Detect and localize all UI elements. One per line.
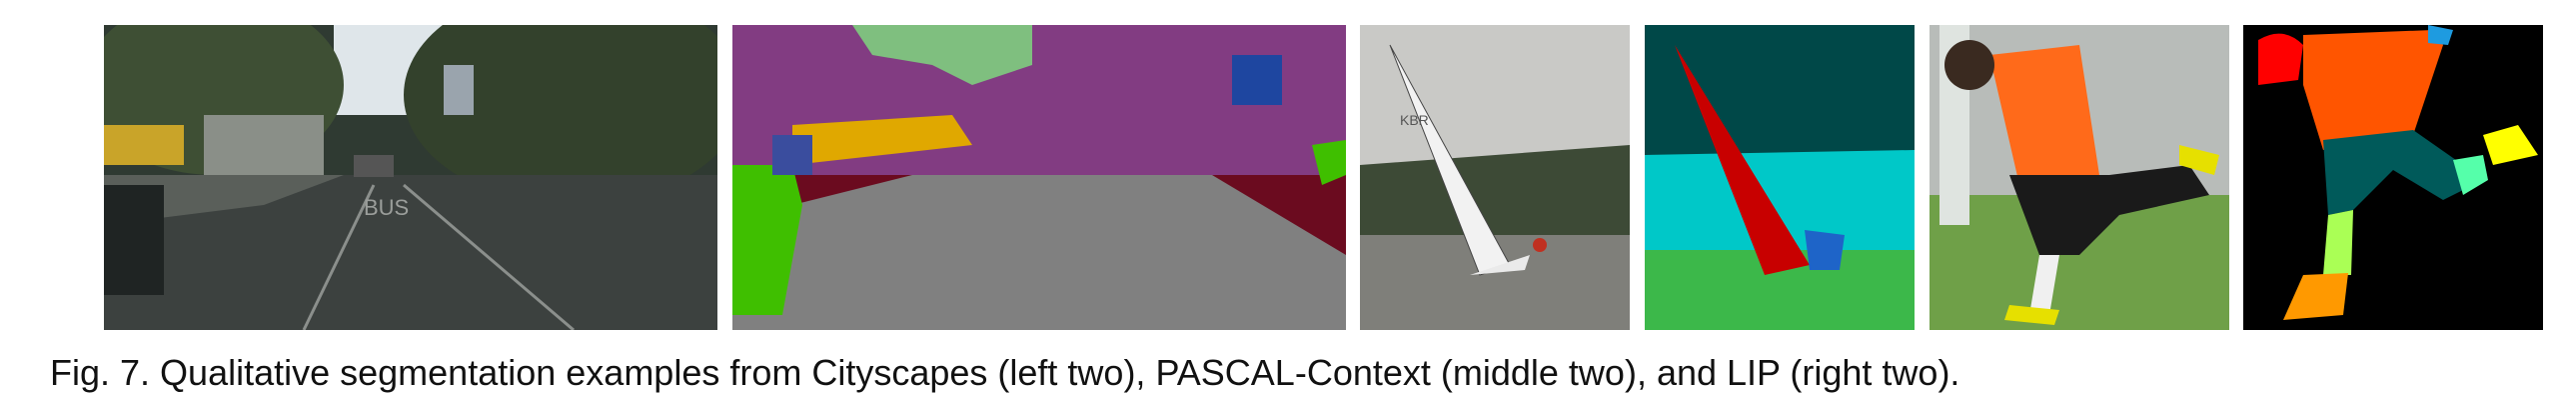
lip-segmentation: [2243, 25, 2543, 330]
sail-number-text: KBR: [1400, 112, 1429, 128]
pascal-context-photo: KBR: [1360, 25, 1630, 330]
figure-caption: Fig. 7. Qualitative segmentation example…: [50, 352, 1960, 393]
street-sign-text: BUS: [364, 195, 409, 220]
lip-photo: [1930, 25, 2229, 330]
pascal-context-segmentation: [1645, 25, 1915, 330]
cityscapes-segmentation: [732, 25, 1346, 330]
cityscapes-photo: BUS: [104, 25, 717, 330]
